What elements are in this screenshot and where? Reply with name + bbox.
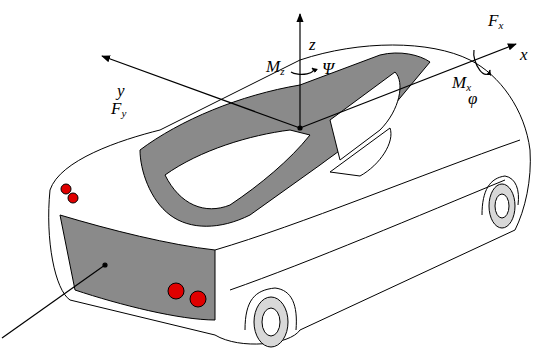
car-body (49, 45, 531, 347)
angle-label: Ψ (322, 60, 334, 78)
angle-label: φ (468, 90, 477, 108)
force-label: Fx (488, 12, 503, 30)
axis-label: y (117, 82, 125, 100)
axis-label: z (309, 36, 316, 54)
axes (2, 14, 516, 338)
axis-label: x (520, 46, 528, 64)
force-label: Fy (111, 100, 126, 118)
moment-label: Mz (266, 58, 284, 76)
